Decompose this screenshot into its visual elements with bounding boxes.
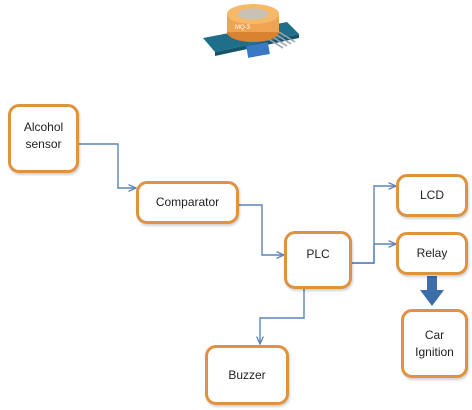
node-car-ignition: Car Ignition: [401, 309, 468, 378]
sensor-module-label: MQ-3: [235, 25, 251, 31]
node-label: Comparator: [155, 195, 220, 209]
node-buzzer: Buzzer: [205, 345, 289, 405]
node-comparator: Comparator: [136, 181, 239, 224]
node-label: Relay: [416, 246, 448, 260]
connector-plc-to-buzzer: [260, 288, 305, 344]
node-label: PLC: [306, 247, 330, 261]
node-plc: PLC: [284, 231, 352, 289]
connector-sensor-to-comparator: [78, 143, 136, 188]
node-label: LCD: [419, 188, 444, 202]
sensor-connector: [246, 42, 270, 58]
connector-plc-to-relay: [352, 244, 396, 264]
thick-arrow-relay-to-ignition: [420, 276, 444, 306]
node-label: Alcohol sensor: [23, 120, 64, 151]
gas-sensor-module-icon: MQ-3: [203, 4, 299, 58]
connector-comparator-to-plc: [238, 204, 284, 255]
node-lcd: LCD: [396, 174, 468, 217]
node-label: Car Ignition: [415, 327, 454, 359]
node-alcohol-sensor: Alcohol sensor: [8, 104, 79, 173]
sensor-mesh: [238, 8, 268, 20]
node-relay: Relay: [396, 232, 468, 275]
node-label: Buzzer: [228, 367, 266, 382]
